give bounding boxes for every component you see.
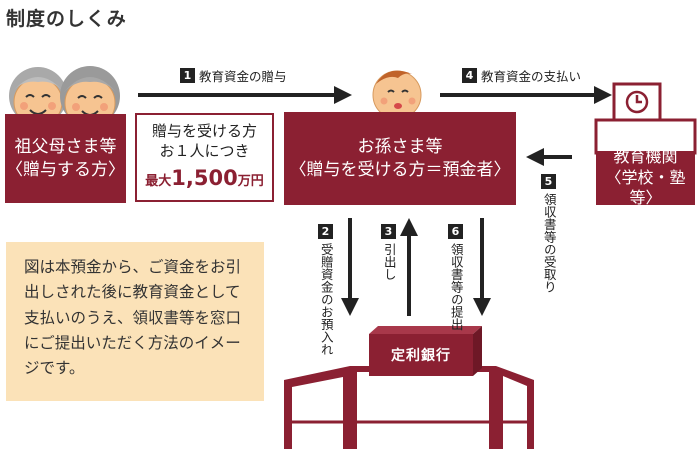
step-6-label: 6 領収書等の提出 bbox=[448, 224, 464, 331]
grandchild-box: お孫さま等 〈贈与を受ける方＝預金者〉 bbox=[284, 112, 516, 205]
limit-unit: 万円 bbox=[237, 174, 264, 190]
step-5-label: 5 領収書等の受取り bbox=[541, 174, 557, 293]
arrow-3 bbox=[400, 218, 418, 316]
step-6-number: 6 bbox=[448, 224, 463, 239]
gift-limit-box: 贈与を受ける方 お１人につき 最大 1,500 万円 bbox=[135, 113, 274, 202]
grandparents-label: 祖父母さま等 bbox=[14, 136, 117, 157]
arrow-5 bbox=[526, 148, 572, 166]
step-5-text: 領収書等の受取り bbox=[541, 193, 557, 293]
arrow-1 bbox=[138, 86, 352, 104]
grandchild-role: 〈贈与を受ける方＝預金者〉 bbox=[289, 159, 511, 180]
grandchild-illustration bbox=[372, 70, 422, 120]
grandparents-box: 祖父母さま等 〈贈与する方〉 bbox=[5, 114, 126, 203]
note-box: 図は本預金から、ご資金をお引出しされた後に教育資金として支払いのうえ、領収書等を… bbox=[6, 242, 264, 401]
school-label: 教育機関 bbox=[613, 146, 678, 166]
step-1-text: 教育資金の贈与 bbox=[199, 69, 287, 84]
step-3-label: 3 引出し bbox=[381, 224, 397, 281]
page-title: 制度のしくみ bbox=[6, 8, 127, 30]
arrow-2 bbox=[341, 218, 359, 316]
limit-line1: 贈与を受ける方 bbox=[151, 122, 257, 141]
bank-building-icon bbox=[284, 326, 534, 449]
step-5-number: 5 bbox=[541, 174, 556, 189]
school-box: 教育機関 〈学校・塾等〉 bbox=[596, 147, 695, 207]
school-role: 〈学校・塾等〉 bbox=[605, 167, 686, 208]
step-6-text: 領収書等の提出 bbox=[448, 243, 464, 331]
step-4-label: 4 教育資金の支払い bbox=[462, 66, 581, 85]
limit-prefix: 最大 bbox=[145, 174, 172, 190]
step-3-text: 引出し bbox=[381, 243, 397, 281]
step-4-number: 4 bbox=[462, 68, 477, 83]
step-4-text: 教育資金の支払い bbox=[481, 69, 582, 84]
step-3-number: 3 bbox=[381, 224, 396, 239]
arrow-4 bbox=[440, 86, 612, 104]
grandparents-role: 〈贈与する方〉 bbox=[6, 159, 125, 180]
step-2-number: 2 bbox=[318, 224, 333, 239]
grandchild-label: お孫さま等 bbox=[357, 136, 443, 157]
step-1-label: 1 教育資金の贈与 bbox=[180, 66, 287, 85]
step-2-text: 受贈資金のお預入れ bbox=[318, 243, 334, 356]
bank-sign: 定利銀行 bbox=[391, 348, 451, 364]
step-2-label: 2 受贈資金のお預入れ bbox=[318, 224, 334, 356]
arrow-6 bbox=[473, 218, 491, 316]
limit-amount: 1,500 bbox=[171, 166, 238, 191]
limit-amount-line: 最大 1,500 万円 bbox=[145, 165, 263, 192]
limit-line2: お１人につき bbox=[159, 141, 250, 160]
step-1-number: 1 bbox=[180, 68, 195, 83]
school-building-icon bbox=[594, 82, 697, 155]
